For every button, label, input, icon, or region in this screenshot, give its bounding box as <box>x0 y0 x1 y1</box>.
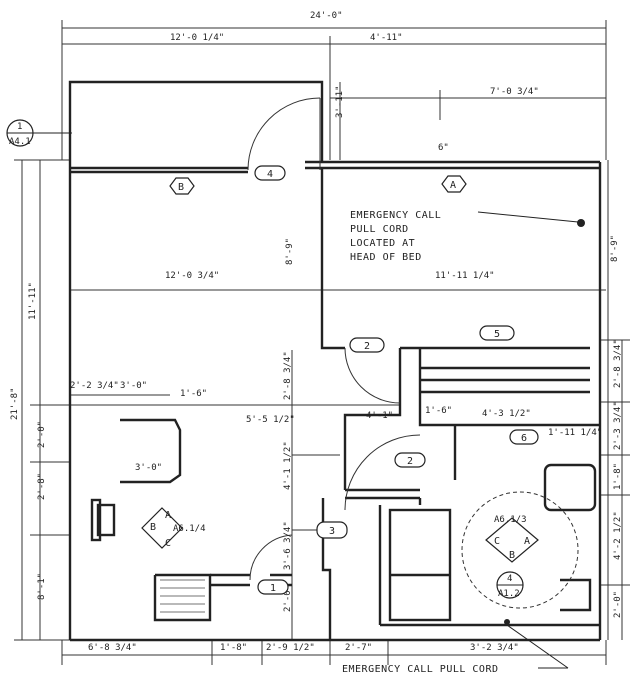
elevation-right-ref: A6.1/3 <box>494 515 527 525</box>
tags <box>169 165 539 595</box>
note-line-1: EMERGENCY CALL <box>350 210 441 221</box>
dim-bottom-c: 2'-9 1/2" <box>266 643 315 653</box>
detail-marker-sheet: A1.2 <box>498 589 520 599</box>
room-tag-a <box>441 175 467 193</box>
dim-left-d: 2'-0" <box>37 421 47 448</box>
elevation-left-w: B <box>150 522 156 533</box>
dim-bottom-a: 6'-8 3/4" <box>88 643 137 653</box>
note-line-2: PULL CORD <box>350 224 409 235</box>
door-tag-4 <box>254 165 286 181</box>
dim-room-a-width: 11'-11 1/4" <box>435 271 495 281</box>
dim-left-g: 8'-1" <box>37 573 47 600</box>
dim-right-c: 1'-8" <box>613 463 623 490</box>
dim-right-upper: 7'-0 3/4" <box>490 87 539 97</box>
door-tag-5-label: 5 <box>494 329 500 340</box>
dim-mid-g: 3'-6 3/4" <box>283 521 293 570</box>
section-marker: 1 A4.1 <box>6 119 72 147</box>
dimension-labels: 24'-0" 12'-0 1/4" 4'-11" 7'-0 3/4" 3'-11… <box>10 11 623 653</box>
room-tag-a-label: A <box>450 180 456 191</box>
dim-mid-f: 4'-1 1/2" <box>283 441 293 490</box>
dim-left-c: 1'-6" <box>180 389 207 399</box>
dim-mid-c: 1'-6" <box>425 406 452 416</box>
dim-right-d: 4'-2 1/2" <box>613 511 623 560</box>
dim-mid-h: 2'-0" <box>283 585 293 612</box>
dim-left-upper: 11'-11" <box>28 282 38 320</box>
hatch-marks <box>160 579 205 613</box>
door-tag-2b-label: 2 <box>407 456 413 467</box>
emergency-note: EMERGENCY CALL PULL CORD LOCATED AT HEAD… <box>350 210 585 263</box>
detail-marker-number: 4 <box>507 574 512 584</box>
dim-right-a: 2'-8 3/4" <box>613 339 623 388</box>
dim-mid-b: 4'-1" <box>366 411 393 421</box>
door-tag-2a-label: 2 <box>364 341 370 352</box>
dim-left-e: 3'-0" <box>135 463 162 473</box>
door-tag-3 <box>316 521 348 539</box>
dim-right-b: 2'-3 3/4" <box>613 401 623 450</box>
section-marker-number: 1 <box>17 122 22 132</box>
dimension-lines <box>14 20 630 665</box>
elevation-left-n: A <box>165 510 171 521</box>
note-line-4: HEAD OF BED <box>350 252 422 263</box>
room-tag-b-label: B <box>178 182 184 193</box>
door-tag-4-label: 4 <box>267 169 273 180</box>
dim-room-a-depth: 8'-9" <box>610 235 620 262</box>
room-tag-b <box>169 177 195 195</box>
door-tag-2a <box>349 337 385 353</box>
dim-mid-e: 1'-11 1/4" <box>548 428 602 438</box>
dim-room-b-width: 12'-0 3/4" <box>165 271 219 281</box>
dim-bottom-d: 2'-7" <box>345 643 372 653</box>
elevation-left-s: C <box>165 538 171 549</box>
dim-mid-a: 2'-8 3/4" <box>283 351 293 400</box>
walls <box>68 80 602 642</box>
elevation-right-w: C <box>494 536 500 547</box>
dim-right-e: 2'-0" <box>613 591 623 618</box>
dim-left-f: 2'-8" <box>37 473 47 500</box>
dim-room-b-height: 3'-11" <box>335 85 345 118</box>
dim-left-a: 2'-2 3/4" <box>70 381 119 391</box>
door-tag-1 <box>257 579 289 595</box>
dim-overall-width: 24'-0" <box>310 11 343 21</box>
dim-room-b-depth: 8'-9" <box>285 238 295 265</box>
elevation-marker-right: A6.1/3 C A B <box>485 515 539 563</box>
dim-bottom-e: 3'-2 3/4" <box>470 643 519 653</box>
elevation-marker-left: A B C A6.1/4 <box>141 507 206 549</box>
dim-overall-height: 21'-8" <box>10 387 20 420</box>
elevation-left-ref: A6.1/4 <box>173 524 206 534</box>
dim-top-right: 4'-11" <box>370 33 403 43</box>
dim-left-b: 3'-0" <box>120 381 147 391</box>
dim-top-left: 12'-0 1/4" <box>170 33 224 43</box>
note-line-3: LOCATED AT <box>350 238 415 249</box>
section-marker-sheet: A4.1 <box>9 137 31 147</box>
door-tag-6 <box>509 429 539 445</box>
dim-small-6: 6" <box>438 143 449 153</box>
dim-corridor-width: 5'-5 1/2" <box>246 415 295 425</box>
door-tag-5 <box>479 325 515 341</box>
door-tag-1-label: 1 <box>270 583 276 594</box>
door-tag-6-label: 6 <box>521 433 527 444</box>
door-swings <box>247 97 579 609</box>
elevation-right-e: A <box>524 536 530 547</box>
emergency-note-bottom: EMERGENCY CALL PULL CORD <box>342 619 569 675</box>
door-tag-2b <box>394 452 426 468</box>
tag-labels: B A 4 5 2 2 6 3 1 <box>178 169 527 594</box>
dim-bottom-b: 1'-8" <box>220 643 247 653</box>
elevation-right-s: B <box>509 550 515 561</box>
detail-marker: 4 A1.2 <box>496 571 524 599</box>
door-tag-3-label: 3 <box>329 526 335 537</box>
dim-mid-d: 4'-3 1/2" <box>482 409 531 419</box>
note-bottom: EMERGENCY CALL PULL CORD <box>342 664 499 675</box>
